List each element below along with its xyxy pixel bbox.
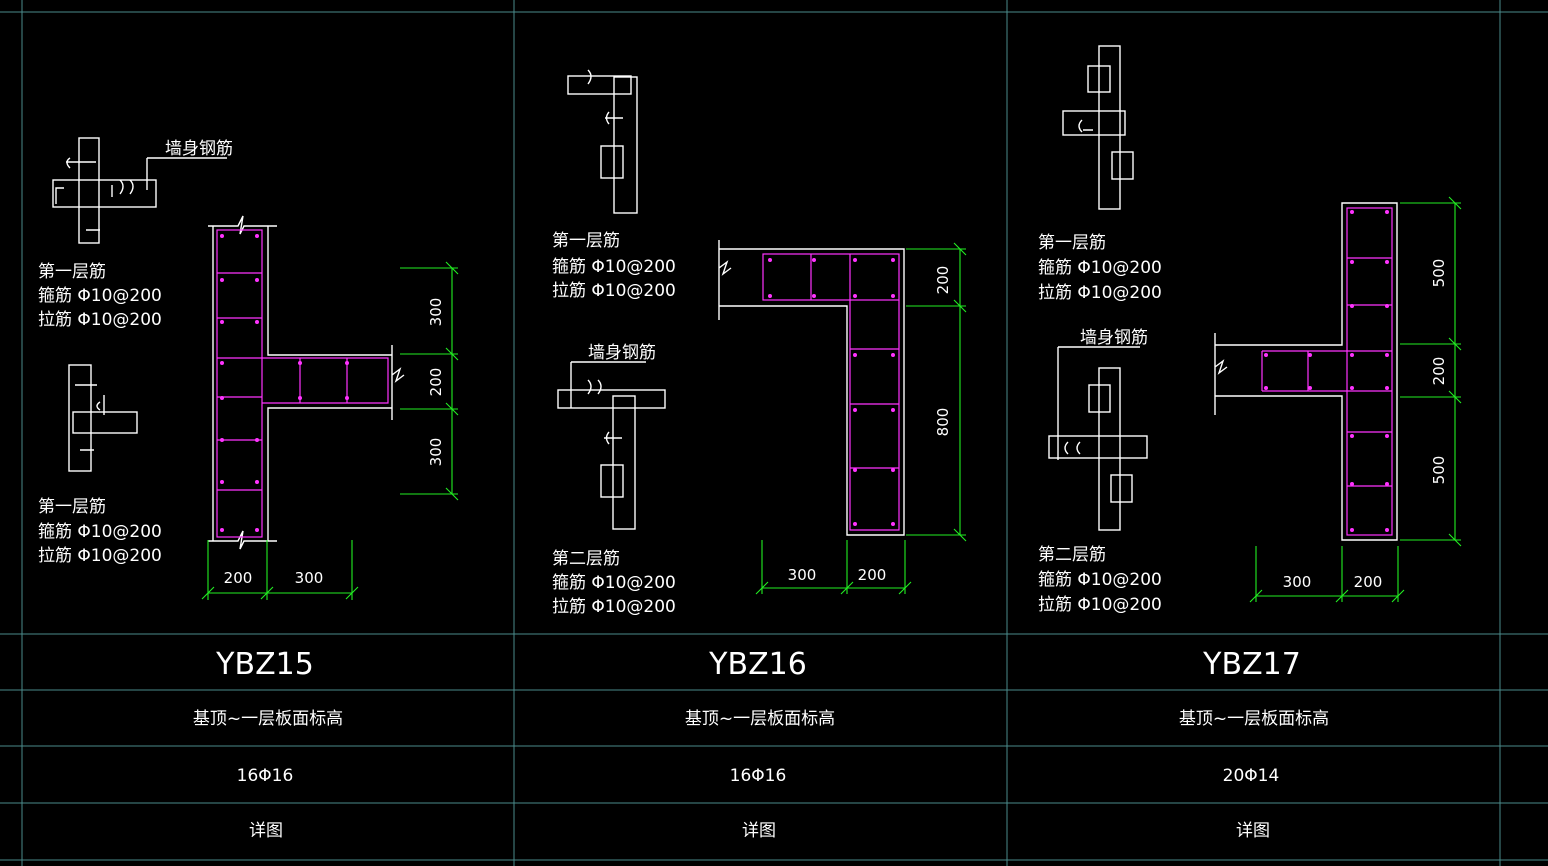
ybz17-dimensions (1249, 196, 1462, 603)
ybz15-dim-bottom-1: 200 (224, 569, 253, 587)
ybz16-dim-bottom-2: 200 (858, 566, 887, 584)
ybz15-main-rebar: 16Φ16 (237, 766, 294, 786)
ybz16-dimensions (755, 242, 967, 595)
ybz16-note-a-line2: 箍筋 Φ10@200 (552, 257, 676, 277)
ybz17-note-b-line2: 箍筋 Φ10@200 (1038, 570, 1162, 590)
ybz16-tie-detail-b (557, 361, 666, 530)
ybz15-note-a-line2: 箍筋 Φ10@200 (38, 286, 162, 306)
ybz17-note-a-line1: 第一层筋 (1038, 233, 1106, 253)
ybz15-stirrup-spec: 详图 (249, 821, 283, 841)
ybz17-note-a-line2: 箍筋 Φ10@200 (1038, 258, 1162, 278)
ybz16-tie-detail-a (567, 69, 638, 214)
ybz16-note-b-line3: 拉筋 Φ10@200 (552, 597, 676, 617)
ybz17-note-a-line3: 拉筋 Φ10@200 (1038, 283, 1162, 303)
ybz15-note-a-line3: 拉筋 Φ10@200 (38, 310, 162, 330)
ybz17-dim-right-2: 200 (1430, 357, 1448, 386)
detail-ybz16: 第一层筋 箍筋 Φ10@200 拉筋 Φ10@200 墙身钢筋 第二层筋 箍筋 … (552, 69, 967, 617)
ybz15-elevation: 基顶~一层板面标高 (193, 709, 343, 729)
ybz15-dim-bottom-2: 300 (295, 569, 324, 587)
ybz16-note-b-line1: 第二层筋 (552, 549, 620, 569)
ybz17-elevation: 基顶~一层板面标高 (1179, 709, 1329, 729)
ybz16-dim-right-2: 800 (934, 408, 952, 437)
ybz17-tie-detail-a (1062, 45, 1134, 210)
ybz15-dim-right-3: 300 (427, 438, 445, 467)
ybz16-dim-right-1: 200 (934, 266, 952, 295)
ybz17-note-b-line1: 第二层筋 (1038, 545, 1106, 565)
ybz16-note-b-line2: 箍筋 Φ10@200 (552, 573, 676, 593)
ybz16-note-a-line1: 第一层筋 (552, 231, 620, 251)
ybz17-dim-bottom-1: 300 (1283, 573, 1312, 591)
ybz17-main-rebar: 20Φ14 (1223, 766, 1280, 786)
ybz17-dim-bottom-2: 200 (1354, 573, 1383, 591)
ybz15-dim-right-1: 300 (427, 298, 445, 327)
ybz15-dimensions (201, 261, 459, 600)
ybz16-section (718, 240, 905, 536)
ybz15-tie-detail-b (68, 364, 138, 472)
ybz16-wall-rebar-label: 墙身钢筋 (588, 343, 656, 363)
ybz17-wall-rebar-label: 墙身钢筋 (1080, 328, 1148, 348)
ybz15-section (208, 215, 405, 550)
ybz17-dim-right-3: 500 (1430, 456, 1448, 485)
detail-ybz15: 墙身钢筋 第一层筋 箍筋 Φ10@200 拉筋 Φ10@200 第一层筋 箍筋 … (38, 137, 459, 600)
ybz16-title: YBZ16 (708, 647, 807, 682)
ybz17-stirrup-spec: 详图 (1236, 821, 1270, 841)
ybz16-note-a-line3: 拉筋 Φ10@200 (552, 281, 676, 301)
ybz15-note-b-line3: 拉筋 Φ10@200 (38, 546, 162, 566)
ybz15-wall-rebar-label: 墙身钢筋 (165, 139, 233, 159)
ybz16-dim-bottom-1: 300 (788, 566, 817, 584)
ybz15-note-b-line1: 第一层筋 (38, 497, 106, 517)
ybz16-stirrup-spec: 详图 (742, 821, 776, 841)
ybz15-note-b-line2: 箍筋 Φ10@200 (38, 522, 162, 542)
ybz17-section (1214, 202, 1398, 541)
ybz16-main-rebar: 16Φ16 (730, 766, 787, 786)
detail-ybz17: 第一层筋 箍筋 Φ10@200 拉筋 Φ10@200 墙身钢筋 第二层筋 箍筋 … (1038, 45, 1462, 615)
ybz17-tie-detail-b (1048, 346, 1148, 531)
ybz17-note-b-line3: 拉筋 Φ10@200 (1038, 595, 1162, 615)
ybz15-note-a-line1: 第一层筋 (38, 262, 106, 282)
ybz17-dim-right-1: 500 (1430, 259, 1448, 288)
ybz15-dim-right-2: 200 (427, 368, 445, 397)
ybz15-title: YBZ15 (215, 647, 314, 682)
ybz16-elevation: 基顶~一层板面标高 (685, 709, 835, 729)
ybz15-tie-detail-a (52, 137, 227, 244)
ybz17-title: YBZ17 (1202, 647, 1301, 682)
